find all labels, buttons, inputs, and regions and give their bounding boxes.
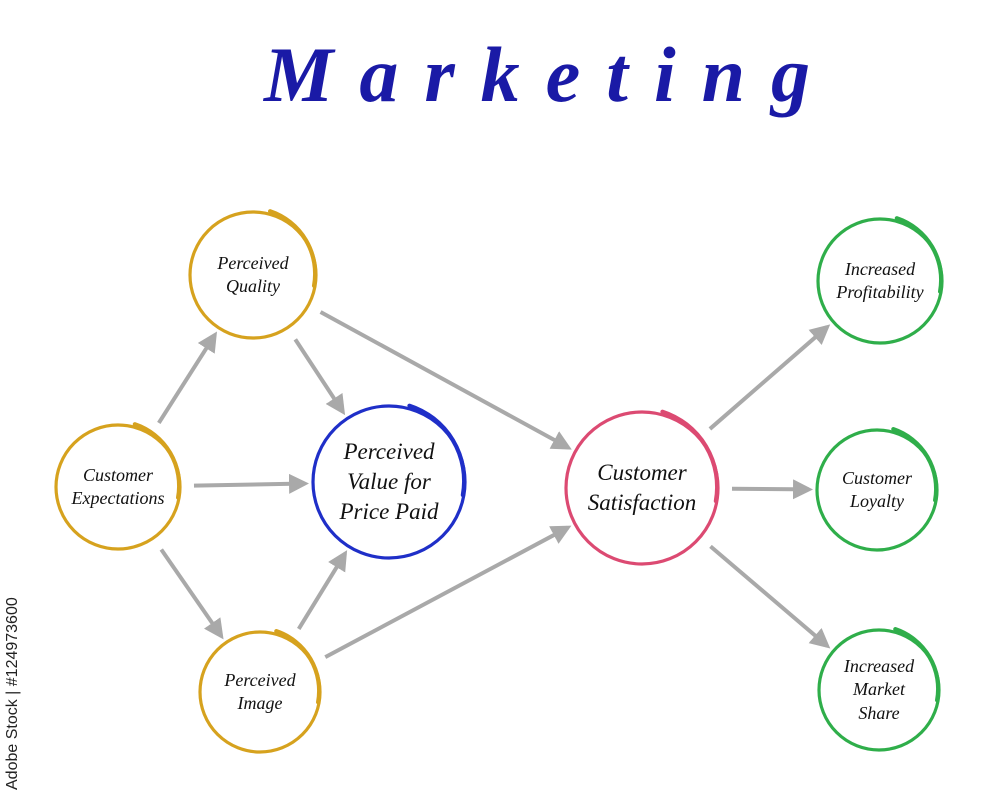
perceived-value-label: Perceived Value for Price Paid (339, 439, 439, 524)
arrow-customer-expectations-to-perceived-image (159, 548, 224, 640)
customer-satisfaction-circle-stroke (660, 409, 720, 504)
perceived-quality-circle-stroke (267, 209, 318, 288)
arrow-perceived-image-to-perceived-value (297, 550, 348, 630)
arrow-perceived-quality-to-perceived-value (293, 338, 346, 416)
arrow-customer-expectations-to-perceived-value (193, 473, 310, 494)
perceived-value-circle-stroke (407, 403, 467, 498)
arrow-customer-satisfaction-to-increased-profitability (708, 324, 831, 431)
arrow-customer-expectations-to-perceived-quality (157, 331, 218, 424)
perceived-image-label: Perceived Image (224, 669, 296, 713)
increased-profitability-label: Increased Profitability (836, 258, 924, 302)
customer-loyalty-label: Customer Loyalty (841, 467, 912, 511)
arrow-customer-satisfaction-to-increased-market-share (709, 544, 831, 649)
nodes-layer (54, 209, 944, 754)
diagram-title: Marketing (263, 31, 837, 118)
customer-expectations-circle-stroke (132, 422, 182, 500)
perceived-image-circle-stroke (274, 629, 322, 705)
edges-layer (157, 310, 831, 659)
arrow-customer-satisfaction-to-customer-loyalty (731, 479, 814, 500)
customer-expectations-label: Customer Expectations (71, 464, 165, 508)
increased-market-share-circle-stroke (893, 627, 941, 703)
increased-profitability-circle-stroke (894, 216, 944, 294)
arrow-perceived-image-to-customer-satisfaction (324, 525, 572, 659)
perceived-quality-label: Perceived Quality (217, 252, 289, 296)
increased-market-share-label: Increased Market Share (843, 655, 915, 723)
customer-loyalty-circle-stroke (891, 427, 939, 503)
stock-watermark: Adobe Stock | #124973600 (4, 597, 21, 790)
customer-satisfaction-label: Customer Satisfaction (587, 460, 697, 515)
arrow-perceived-quality-to-customer-satisfaction (319, 310, 572, 450)
